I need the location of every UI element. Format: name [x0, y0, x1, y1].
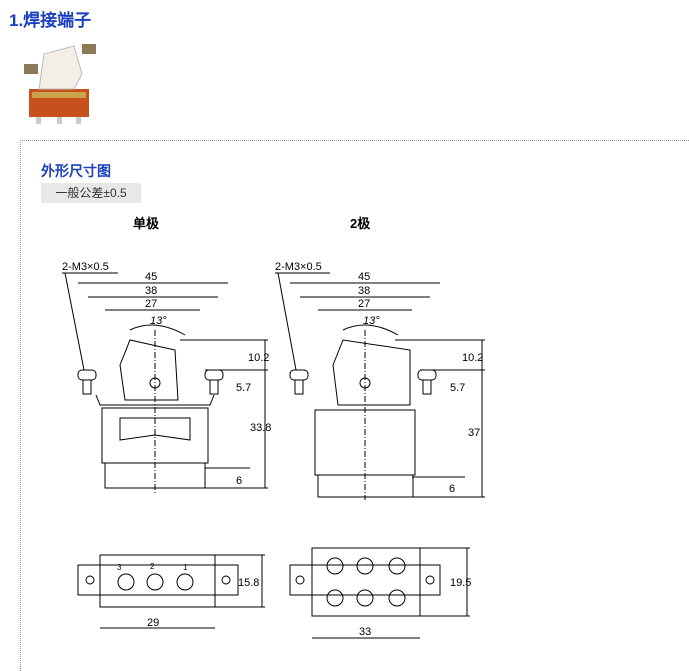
dim-29: 29 [147, 617, 159, 629]
pin-label: 2 [150, 562, 155, 571]
screw-spec: 2-M3×0.5 [275, 261, 322, 273]
dim-10-2: 10.2 [462, 352, 483, 364]
screw-spec: 2-M3×0.5 [62, 261, 109, 273]
section-title: 1.焊接端子 [9, 11, 92, 30]
pin-label: 3 [117, 563, 122, 572]
dimension-panel: 外形尺寸图 一般公差±0.5 [20, 140, 689, 671]
double-pole-drawing: 2极 2-M3×0.5 45 38 27 13° 10.2 5.7 37 6 1… [275, 216, 485, 639]
dim-27: 27 [145, 298, 157, 310]
tolerance-label: 一般公差±0.5 [41, 183, 141, 203]
product-photo [24, 44, 96, 124]
dim-45: 45 [358, 271, 370, 283]
single-pole-drawing: 单极 2-M3×0.5 45 38 27 13° 10.2 5.7 33.8 6… [62, 216, 271, 629]
dim-6: 6 [236, 475, 242, 487]
dim-37: 37 [468, 427, 480, 439]
dim-38: 38 [358, 285, 370, 297]
dim-angle: 13° [363, 315, 380, 327]
dim-33: 33 [359, 626, 371, 638]
dim-33-8: 33.8 [250, 422, 271, 434]
dim-angle: 13° [150, 315, 167, 327]
dim-27: 27 [358, 298, 370, 310]
dim-45: 45 [145, 271, 157, 283]
dim-5-7: 5.7 [450, 382, 465, 394]
double-pole-label: 2极 [350, 216, 371, 231]
dim-15-8: 15.8 [238, 577, 259, 589]
pin-label: 1 [183, 563, 188, 572]
dim-5-7: 5.7 [236, 382, 251, 394]
dim-6: 6 [449, 483, 455, 495]
dim-38: 38 [145, 285, 157, 297]
single-pole-label: 单极 [133, 216, 160, 231]
dim-10-2: 10.2 [248, 352, 269, 364]
dim-19-5: 19.5 [450, 577, 471, 589]
dimension-heading: 外形尺寸图 [41, 163, 111, 179]
